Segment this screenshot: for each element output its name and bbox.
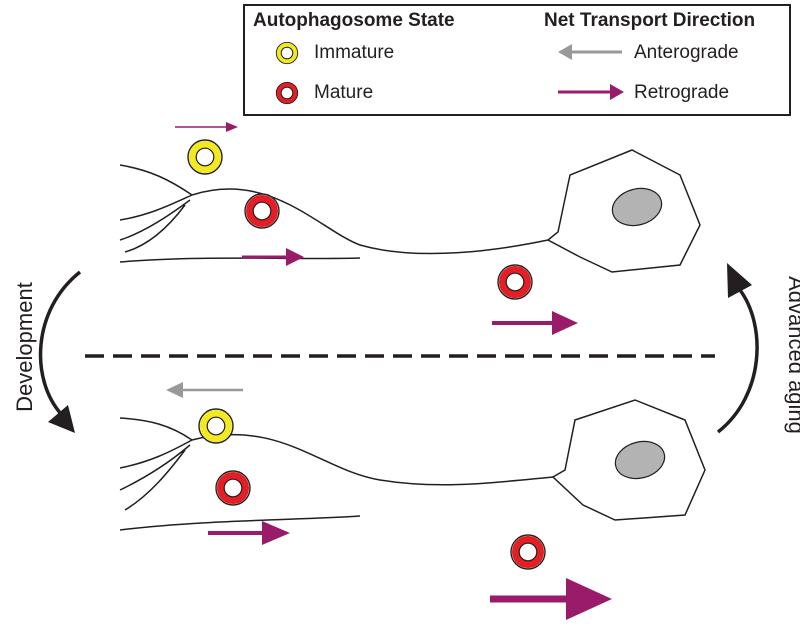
mature-autophagosome-top-distal (245, 194, 279, 228)
young-neuron (119, 149, 701, 273)
nucleus-top (611, 187, 663, 227)
anterograde-arrow-icon (558, 44, 622, 60)
axon-bottom-lower (119, 515, 361, 531)
mature-autophagosome-icon (275, 81, 299, 105)
retrograde-arrow-top-small (175, 122, 238, 132)
legend-direction-header: Net Transport Direction (544, 10, 756, 31)
legend-box: Autophagosome State Net Transport Direct… (243, 4, 791, 116)
retrograde-arrow-bottom-mid (208, 521, 290, 545)
immature-autophagosome-top (188, 140, 222, 174)
development-label: Development (11, 282, 37, 412)
advanced-aging-label: Advanced aging (783, 276, 800, 434)
aged-neuron (119, 399, 706, 531)
legend-state-header: Autophagosome State (253, 10, 455, 31)
anterograde-arrow-bottom (166, 382, 243, 398)
axon-top (191, 188, 549, 255)
legend-anterograde-label: Anterograde (634, 42, 739, 63)
legend-mature-label: Mature (314, 82, 374, 103)
legend-immature-label: Immature (314, 42, 395, 63)
axon-bottom (191, 434, 554, 486)
legend-retrograde-label: Retrograde (634, 82, 730, 103)
aging-curved-arrow (716, 263, 759, 434)
mature-autophagosome-top-proximal (498, 265, 532, 299)
development-curved-arrow (38, 270, 82, 433)
nucleus-bottom (614, 440, 666, 480)
axon-top-lower (119, 257, 361, 263)
retrograde-arrow-bottom-proximal (490, 578, 612, 620)
neurite-branches-top (119, 164, 193, 253)
retrograde-arrow-icon (558, 84, 624, 100)
mature-autophagosome-bottom-distal (216, 471, 250, 505)
retrograde-arrow-top-proximal (492, 311, 578, 335)
mature-autophagosome-bottom-proximal (511, 535, 545, 569)
neurite-branches-bottom (119, 417, 193, 511)
immature-autophagosome-icon (275, 41, 299, 65)
immature-autophagosome-bottom (199, 409, 233, 443)
retrograde-arrow-top-mid (242, 248, 304, 266)
